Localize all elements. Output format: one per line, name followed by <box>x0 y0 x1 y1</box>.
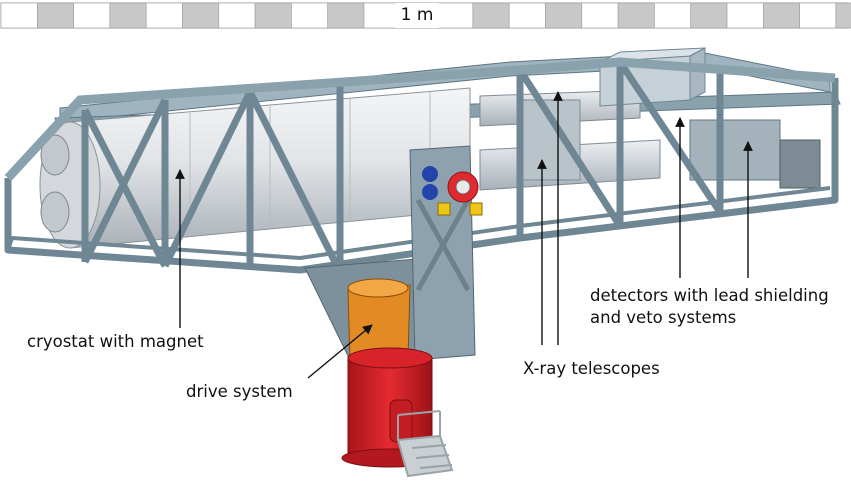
scale-bar-cell <box>472 2 510 29</box>
scale-bar-cell <box>182 2 220 29</box>
scale-bar-cell <box>291 2 328 29</box>
scale-bar-cell <box>545 2 583 29</box>
arrow-drive <box>307 324 373 379</box>
scale-bar-cell <box>327 2 365 29</box>
label-xray-telescopes: X-ray telescopes <box>523 359 660 378</box>
scale-bar-cell <box>36 2 74 29</box>
label-detectors-line1: detectors with lead shielding <box>590 286 829 305</box>
scale-bar-cell <box>690 2 728 29</box>
scale-bar-cell <box>581 2 619 29</box>
scale-bar-cell <box>762 2 800 29</box>
scale-bar-cell <box>254 2 292 29</box>
scale-bar-cell <box>436 2 474 29</box>
scale-bar-cell <box>654 2 692 29</box>
scale-bar-cell <box>508 2 546 29</box>
scale-bar-cell <box>0 2 38 29</box>
access-stairs <box>396 410 454 478</box>
scale-bar-cell <box>218 2 256 29</box>
scale-bar-cell <box>617 2 655 29</box>
scale-bar-cell <box>109 2 147 29</box>
telescope-tubes <box>479 89 661 191</box>
label-drive-system: drive system <box>186 382 293 401</box>
scale-bar-cell <box>799 2 837 29</box>
scale-bar-cell <box>726 2 764 29</box>
frame-trusses <box>4 60 839 274</box>
scale-bar-cell <box>145 2 183 29</box>
label-cryostat: cryostat with magnet <box>27 332 204 351</box>
scale-bar-cell <box>73 2 111 29</box>
cryostat-body <box>39 87 471 249</box>
scale-bar-cell <box>363 2 401 29</box>
frame-top-rail <box>4 57 836 182</box>
annotation-arrows <box>175 91 753 379</box>
scale-bar-cell <box>835 2 851 29</box>
telescope-mount-red-ring <box>422 166 483 216</box>
scale-bar-cells <box>0 2 851 29</box>
scale-bar-label: 1 m <box>395 3 439 28</box>
label-detectors-line2: and veto systems <box>590 308 737 327</box>
